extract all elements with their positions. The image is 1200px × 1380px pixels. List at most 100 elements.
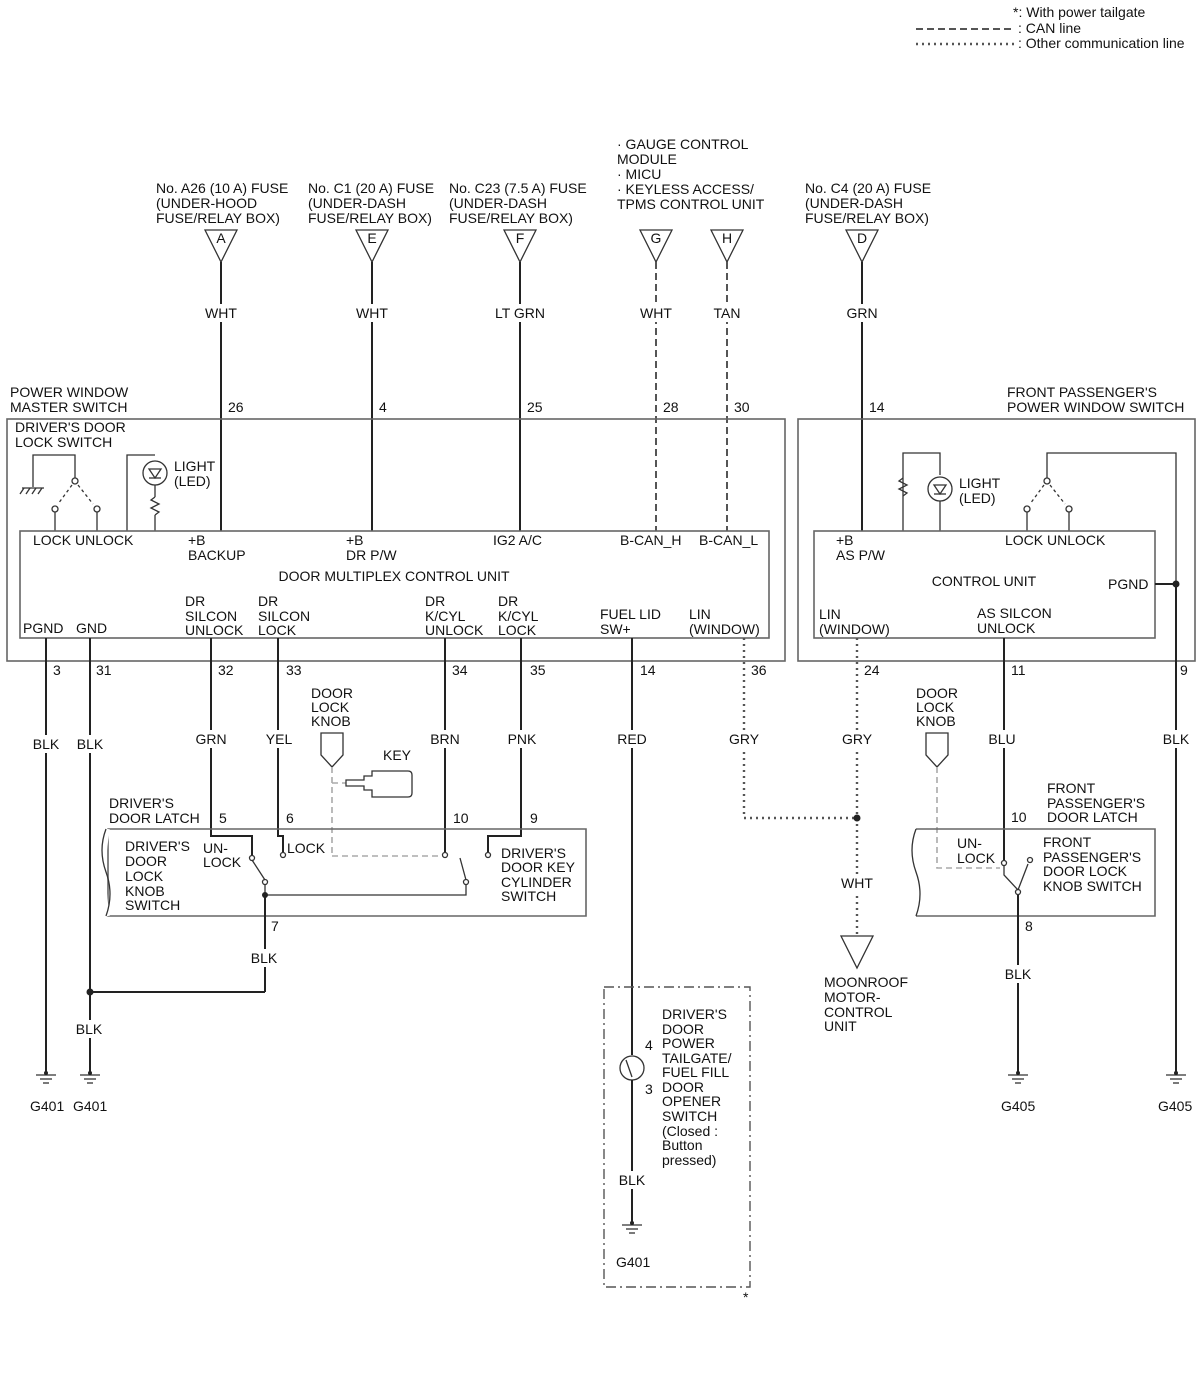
- pass-latch-pin-10: 10: [1011, 809, 1027, 825]
- fuse-a-line1: No. A26 (10 A) FUSE: [156, 180, 288, 196]
- master-switch: POWER WINDOW MASTER SWITCH DRIVER'S DOOR…: [6, 384, 786, 662]
- pass-silcon-2: UNLOCK: [977, 620, 1036, 636]
- connector-h-letter: H: [722, 230, 732, 246]
- wire-gry-1: GRY: [729, 731, 760, 747]
- moonroof-4: UNIT: [824, 1018, 857, 1034]
- passenger-switch-box: [797, 418, 1196, 662]
- pass-knob-3: KNOB: [916, 713, 956, 729]
- pass-latch-1: FRONT: [1047, 780, 1096, 796]
- wire-pass-latch-blk-label: BLK: [1005, 966, 1032, 982]
- connector-g-triangle: [638, 229, 674, 264]
- kcyl-unlock-2: K/CYL: [425, 608, 466, 624]
- ground-g405-2: G405: [1158, 1098, 1192, 1114]
- gauge-line1: · GAUGE CONTROL: [617, 136, 749, 152]
- silcon-lock-1: DR: [258, 593, 278, 609]
- lin-junction: [853, 814, 861, 822]
- wire-blk-2: BLK: [77, 736, 104, 752]
- fuse-d-line1: No. C4 (20 A) FUSE: [805, 180, 931, 196]
- master-light-1: LIGHT: [174, 458, 216, 474]
- kcyl-lock-1: DR: [498, 593, 518, 609]
- fuel-lid-1: FUEL LID: [600, 606, 661, 622]
- pin-11: 11: [1011, 662, 1026, 678]
- kcyl-lock-3: LOCK: [498, 622, 537, 638]
- gauge-line2: MODULE: [617, 151, 677, 167]
- fuse-a-line2: (UNDER-HOOD: [156, 195, 257, 211]
- pin-34: 34: [452, 662, 468, 678]
- aspw-2: AS P/W: [836, 547, 886, 563]
- silcon-lock-3: LOCK: [258, 622, 297, 638]
- key-cyl-3: CYLINDER: [501, 874, 572, 890]
- knob-1: DOOR: [311, 685, 353, 701]
- led-icon: [142, 460, 168, 486]
- connector-e-triangle: [354, 229, 390, 264]
- pin-32: 32: [218, 662, 234, 678]
- moonroof-connector-triangle: [839, 935, 875, 970]
- wire-latch-blk-label: BLK: [251, 950, 278, 966]
- latch-title-2: DOOR LATCH: [109, 810, 200, 826]
- pass-knob-icon: [925, 732, 949, 768]
- gauge-line5: TPMS CONTROL UNIT: [617, 196, 765, 212]
- drpw-1: +B: [346, 532, 364, 548]
- knob-3: KNOB: [311, 713, 351, 729]
- latch-pin-6: 6: [286, 810, 294, 826]
- door-lock-knob-icon: [320, 732, 344, 768]
- bcanh-label: B-CAN_H: [620, 532, 681, 548]
- pass-led-icon: [927, 476, 953, 502]
- pass-latch-box: [916, 828, 1156, 917]
- ground-g401-2: G401: [73, 1098, 107, 1114]
- pass-switch-3: DOOR LOCK: [1043, 863, 1128, 879]
- ground-icon: [36, 1071, 56, 1084]
- driver-latch-box: [107, 828, 587, 917]
- knob-switch-4: KNOB: [125, 883, 165, 899]
- connector-f-letter: F: [516, 230, 525, 246]
- pass-lin-1: LIN: [819, 606, 841, 622]
- pass-light-1: LIGHT: [959, 475, 1001, 491]
- passenger-switch: FRONT PASSENGER'S POWER WINDOW SWITCH LI…: [797, 384, 1196, 662]
- kcyl-unlock-1: DR: [425, 593, 445, 609]
- fuel-line-8: SWITCH: [662, 1108, 717, 1124]
- latch-unlock-1: UN-: [203, 840, 228, 856]
- wire-yel-label: YEL: [266, 731, 293, 747]
- gauge-line4: · KEYLESS ACCESS/: [617, 181, 754, 197]
- fuse-d-line2: (UNDER-DASH: [805, 195, 903, 211]
- wire-blk-g401: BLK: [76, 1021, 103, 1037]
- ground-g401-3: G401: [616, 1254, 650, 1270]
- legend: *: With power tailgate : CAN line : Othe…: [916, 4, 1185, 51]
- pass-knob-2: LOCK: [916, 699, 955, 715]
- latch-pin-7: 7: [271, 918, 279, 934]
- grounds: G401 G401 G405 G405: [30, 1071, 1192, 1114]
- wire-wht-label: WHT: [841, 875, 873, 891]
- connector-a-triangle: [203, 229, 239, 264]
- wire-gry-lin: [742, 638, 857, 820]
- fuse-e-line3: FUSE/RELAY BOX): [308, 210, 432, 226]
- pass-switch-4: KNOB SWITCH: [1043, 878, 1142, 894]
- passenger-door-latch: DOOR LOCK KNOB FRONT PASSENGER'S DOOR LA…: [911, 685, 1156, 1072]
- gnd-label: GND: [76, 620, 107, 636]
- wire-h-color: TAN: [714, 305, 741, 321]
- knob-switch-1: DRIVER'S: [125, 838, 190, 854]
- wire-blk-1: BLK: [33, 736, 60, 752]
- fuel-line-7: OPENER: [662, 1093, 721, 1109]
- fuel-line-11: pressed): [662, 1152, 716, 1168]
- pass-latch-2: PASSENGER'S: [1047, 795, 1145, 811]
- lock-switch-title-1: DRIVER'S DOOR: [15, 419, 126, 435]
- connector-e-letter: E: [367, 230, 376, 246]
- pass-latch-pin-8: 8: [1025, 918, 1033, 934]
- bottom-wire-colors: BLK BLK GRN YEL BRN PNK RED GRY GRY BLU …: [28, 730, 1194, 892]
- knob-switch-3: LOCK: [125, 868, 164, 884]
- silcon-unlock-1: DR: [185, 593, 205, 609]
- key-cyl-4: SWITCH: [501, 888, 556, 904]
- pin-3: 3: [53, 662, 61, 678]
- connector-f-triangle: [502, 229, 538, 264]
- wire-grn-label: GRN: [195, 731, 226, 747]
- silcon-lock-2: SILCON: [258, 608, 310, 624]
- ground-g401-1: G401: [30, 1098, 64, 1114]
- latch-pin-10: 10: [453, 810, 469, 826]
- pin-31: 31: [96, 662, 112, 678]
- fuel-line-10: Button: [662, 1137, 702, 1153]
- resistor-icon: [149, 496, 161, 516]
- ground-icon: [1166, 1071, 1186, 1084]
- pass-pgnd-label: PGND: [1108, 576, 1148, 592]
- fuel-pin-3: 3: [645, 1081, 653, 1097]
- master-light-2: (LED): [174, 473, 211, 489]
